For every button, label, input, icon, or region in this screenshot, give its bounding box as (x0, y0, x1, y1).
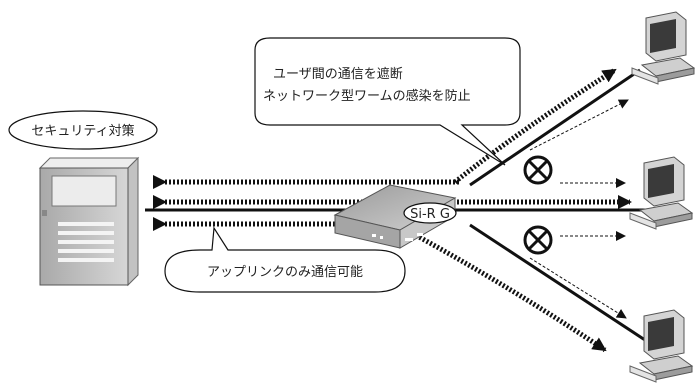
router-label-badge: Si-R G (403, 202, 457, 224)
callout-user-isolation: ユーザ間の通信を遮断 ネットワーク型ワームの感染を防止 (254, 37, 521, 166)
server-icon (38, 156, 140, 287)
diagonal-links (393, 67, 646, 353)
isolation-text-line-2: ネットワーク型ワームの感染を防止 (263, 88, 471, 104)
blocked-cross-icon (523, 155, 553, 185)
security-policy-label: セキュリティ対策 (31, 123, 134, 139)
callout-uplink-only: アップリンクのみ通信可能 (164, 226, 406, 293)
computer-terminal-icon (629, 156, 694, 230)
computer-terminal-icon (631, 11, 695, 85)
callout-security-policy: セキュリティ対策 (8, 110, 158, 150)
blocked-cross-icon (523, 225, 553, 255)
uplink-only-label: アップリンクのみ通信可能 (207, 265, 363, 280)
link-bottom-dotted (393, 221, 607, 353)
router-label: Si-R G (410, 207, 450, 222)
link-top-dotted (453, 67, 617, 184)
isolation-text-line-1: ユーザ間の通信を遮断 (273, 66, 403, 82)
link-bottom-solid (469, 223, 646, 342)
link-bottom-thin-dotted (529, 257, 627, 319)
link-top-thin-dotted (529, 99, 629, 151)
link-top-solid (469, 68, 641, 187)
computer-terminal-icon (629, 309, 694, 383)
